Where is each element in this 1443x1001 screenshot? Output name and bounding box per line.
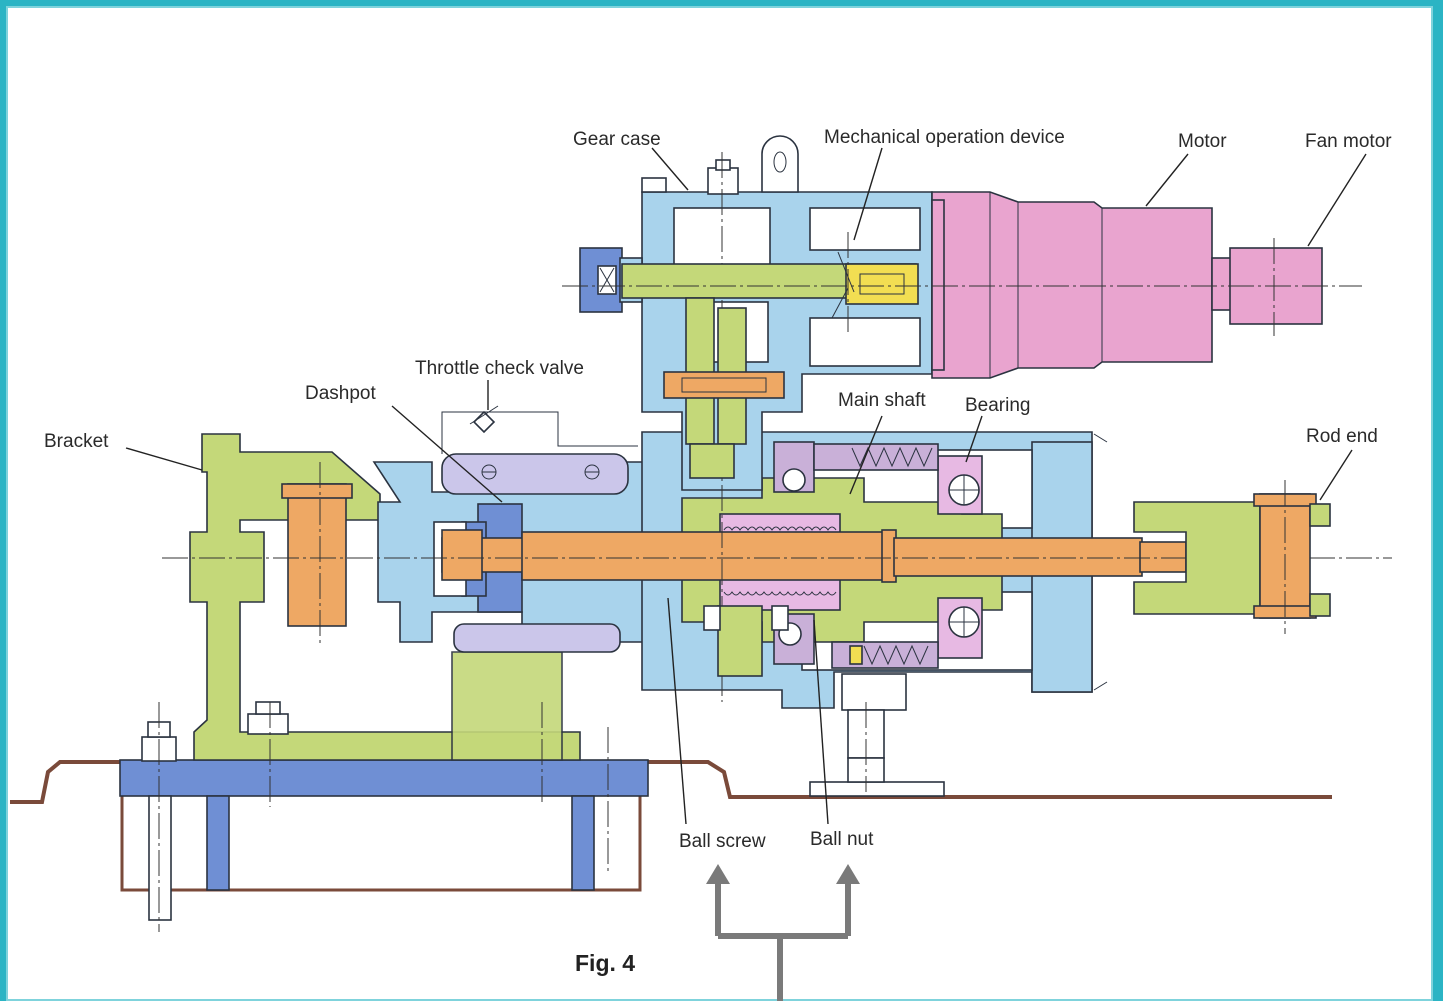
- motor: [931, 191, 1233, 379]
- ball-screw-rod: [162, 529, 1392, 583]
- support-foot: [809, 673, 945, 797]
- bearings: [773, 441, 983, 665]
- actuator-cross-section-diagram: Gear case Mechanical operation device Mo…: [10, 127, 1392, 1001]
- fan-motor: [562, 238, 1362, 336]
- label-mechanical-operation-device: Mechanical operation device: [824, 127, 1065, 148]
- spring-stack: [813, 443, 939, 669]
- label-main-shaft: Main shaft: [838, 390, 926, 411]
- label-gear-case: Gear case: [573, 129, 661, 150]
- label-ball-nut: Ball nut: [810, 829, 874, 850]
- label-ball-screw: Ball screw: [679, 831, 766, 852]
- rod-end-clevis: [1133, 480, 1331, 634]
- figure-caption: Fig. 4: [575, 950, 635, 976]
- label-rod-end: Rod end: [1306, 426, 1378, 447]
- label-fan-motor: Fan motor: [1305, 131, 1392, 152]
- mechanical-operation-device: [831, 232, 919, 332]
- label-dashpot: Dashpot: [305, 383, 376, 404]
- figure-frame: Gear case Mechanical operation device Mo…: [6, 6, 1433, 1001]
- base-plate: [119, 759, 649, 891]
- anchor-bolt: [141, 702, 177, 932]
- throttle-check-valve-symbol: [441, 405, 638, 454]
- leader-lines: [125, 147, 1367, 825]
- label-throttle-check-valve: Throttle check valve: [415, 358, 584, 379]
- bracket-clevis-pin: [281, 462, 353, 647]
- label-bracket: Bracket: [44, 431, 109, 452]
- label-motor: Motor: [1178, 131, 1227, 152]
- pointer-arrows: [706, 864, 860, 1001]
- label-bearing: Bearing: [965, 395, 1031, 416]
